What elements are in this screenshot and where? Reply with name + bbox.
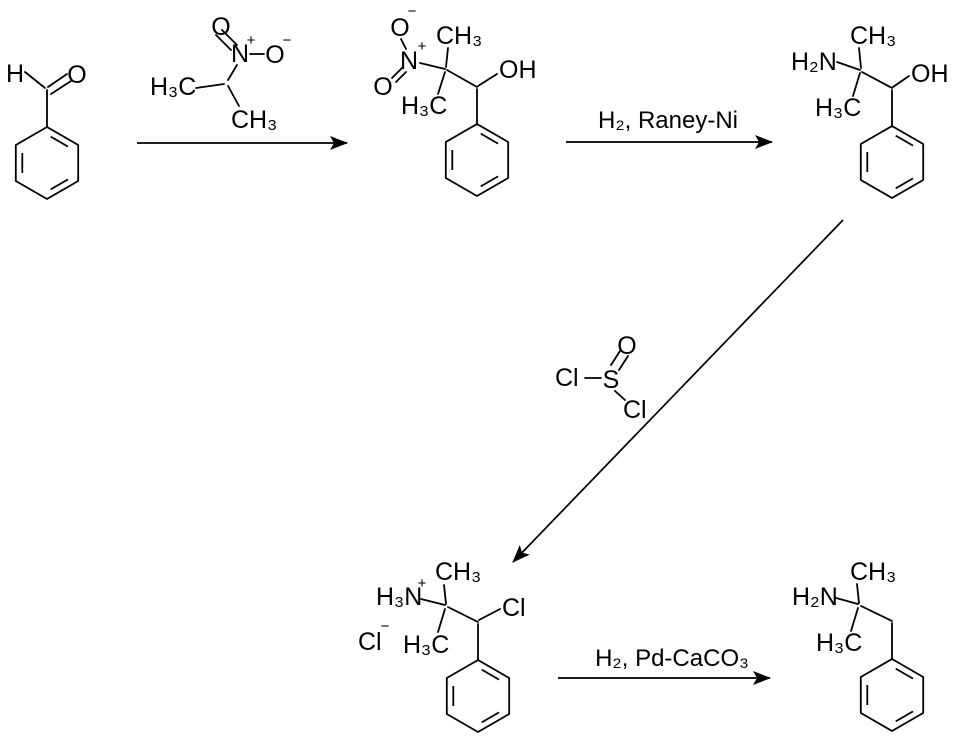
ring-inner-double-bond — [480, 132, 499, 145]
ring-outline — [444, 123, 510, 197]
amine-label: H₂N — [792, 583, 838, 611]
methyl-top-label: CH₃ — [850, 22, 896, 50]
oxygen-label: O — [617, 332, 636, 360]
ring-outline — [859, 125, 925, 199]
ring-inner-double-bond — [50, 178, 69, 191]
ring-inner-double-bond — [895, 710, 914, 723]
methyl-left-label: H₃C — [815, 94, 861, 122]
nitro-o-left-label: O — [373, 73, 392, 101]
ring-inner-double-bond — [481, 668, 500, 681]
bonds — [836, 47, 910, 127]
benzene-ring — [859, 658, 925, 732]
benzene-ring — [859, 125, 925, 199]
ring-inner-double-bond — [895, 177, 914, 190]
bonds — [391, 38, 498, 125]
nitro-o-top-label: O — [211, 13, 230, 41]
nitro-n-plus-charge: + — [418, 38, 427, 55]
chlorine-bottom-label: Cl — [623, 396, 647, 424]
bonds — [584, 350, 629, 401]
molecule-nitro-alcohol: O − N + O CH₃ H₃C OH — [373, 3, 537, 197]
chloride-minus-charge: − — [381, 618, 390, 635]
nitro-o-top-label: O — [390, 14, 409, 42]
step4-conditions-label: H₂, Pd-CaCO₃ — [595, 645, 749, 672]
methyl-left-label: H₃C — [401, 92, 447, 120]
ring-inner-double-bond — [50, 135, 69, 148]
ring-outline — [14, 126, 80, 200]
nitro-o-minus-charge: − — [283, 32, 292, 49]
reaction-arrow-3-diagonal — [512, 219, 844, 563]
ring-inner-double-bond — [895, 134, 914, 147]
methyl-top-label: CH₃ — [436, 22, 482, 50]
molecule-phentermine: CH₃ H₂N H₃C — [792, 558, 925, 732]
nitro-n-label: N — [400, 47, 418, 75]
step2-conditions-label: H₂, Raney-Ni — [598, 107, 738, 134]
methyl-left-label: H₃C — [816, 629, 862, 657]
molecule-nitropropane: O N + O − H₃C CH₃ — [150, 13, 292, 134]
sulfur-label: S — [603, 366, 620, 394]
bonds — [420, 584, 501, 661]
ammonium-label: H₃N — [376, 583, 422, 611]
molecule-ammonium-salt: CH₃ H₃N + Cl − H₃C Cl — [358, 558, 526, 733]
benzene-ring — [444, 123, 510, 197]
amine-label: H₂N — [791, 48, 837, 76]
bonds — [835, 583, 893, 660]
ammonium-plus-charge: + — [418, 575, 427, 592]
bonds — [24, 71, 72, 128]
methyl-top-label: CH₃ — [435, 558, 481, 586]
nitro-o-right-label: O — [265, 41, 284, 69]
ring-inner-double-bond — [481, 711, 500, 724]
bonds — [195, 29, 265, 107]
molecule-amino-alcohol: CH₃ H₂N H₃C OH — [791, 22, 949, 199]
nitro-o-minus-charge: − — [408, 3, 417, 20]
methyl-top-label: CH₃ — [850, 558, 896, 586]
nitro-n-label: N — [231, 40, 249, 68]
methyl-left-label: H₃C — [150, 73, 196, 101]
molecule-thionyl-chloride: Cl S O Cl — [555, 332, 647, 424]
methyl-bottom-label: CH₃ — [231, 106, 277, 134]
chlorine-left-label: Cl — [555, 364, 579, 392]
chloride-ion-label: Cl — [358, 628, 382, 656]
molecule-benzaldehyde: H O — [6, 60, 87, 200]
benzene-ring — [14, 126, 80, 200]
methyl-left-label: H₃C — [403, 631, 449, 659]
ring-inner-double-bond — [480, 175, 499, 188]
chloro-label: Cl — [502, 594, 526, 622]
carbonyl-o-label: O — [67, 61, 86, 89]
hydroxyl-label: OH — [911, 60, 949, 88]
hydroxyl-label: OH — [499, 56, 537, 84]
ring-outline — [859, 658, 925, 732]
ring-inner-double-bond — [895, 667, 914, 680]
aldehyde-h-label: H — [6, 60, 24, 88]
ring-outline — [445, 659, 511, 733]
benzene-ring — [445, 659, 511, 733]
nitro-n-plus-charge: + — [247, 32, 256, 49]
